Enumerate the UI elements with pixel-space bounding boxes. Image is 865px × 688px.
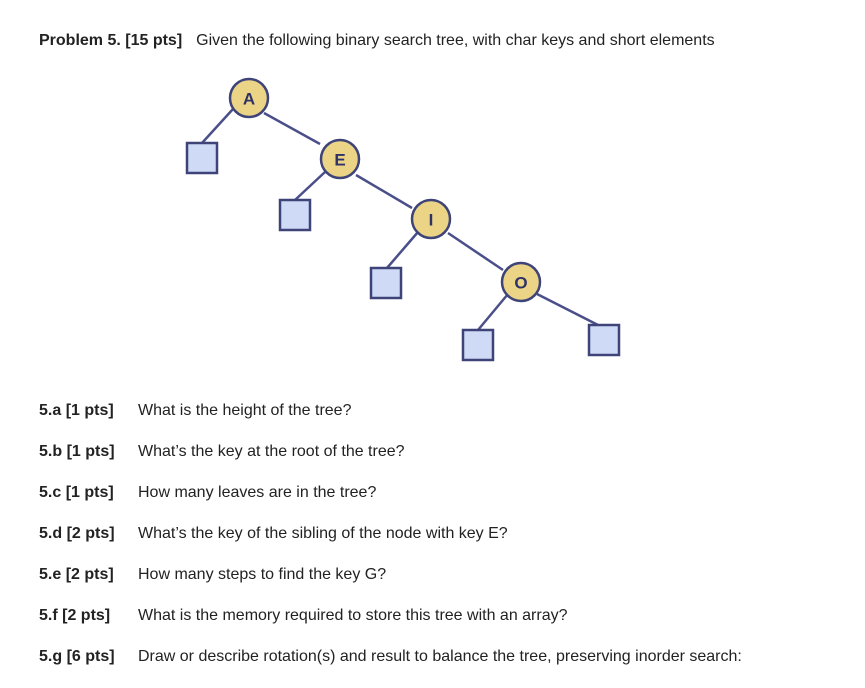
question-label: 5.f [2 pts] [39,607,111,624]
node-i-key: I [429,211,434,230]
edge-o-leaf-right [536,292,599,327]
tree-edges [201,108,599,331]
node-i: I [410,198,452,240]
question-text: What’s the key of the sibling of the nod… [138,525,508,542]
edge-o-leaf-left [477,293,509,331]
question-5b: 5.b [1 pts] What’s the key at the root of… [39,443,405,461]
leaf-o-left [461,328,495,362]
question-5g: 5.g [6 pts] Draw or describe rotation(s) … [39,648,742,666]
node-e-key: E [334,151,345,170]
question-text: What is the height of the tree? [138,402,352,419]
question-5e: 5.e [2 pts] How many steps to find the ke… [39,566,386,584]
node-o-key: O [514,274,527,293]
leaf-o-right [587,323,621,357]
question-label: 5.d [2 pts] [39,525,115,542]
node-e: E [319,138,361,180]
edge-e-leaf [294,171,326,201]
question-label: 5.e [2 pts] [39,566,114,583]
edge-i-o [447,231,504,272]
problem-description: Given the following binary search tree, … [196,32,715,49]
question-text: How many leaves are in the tree? [138,484,377,501]
node-a: A [228,77,270,119]
edge-e-i [355,173,413,210]
question-5f: 5.f [2 pts] What is the memory required t… [39,607,568,625]
problem-label: Problem 5. [15 pts] [39,32,183,49]
question-text: What’s the key at the root of the tree? [138,443,405,460]
node-o: O [500,261,542,303]
question-label: 5.b [1 pts] [39,443,115,460]
leaf-i-left [369,266,403,300]
tree-leaves [185,141,621,362]
leaf-a-left [185,141,219,175]
edge-i-leaf [386,231,419,269]
question-text: How many steps to find the key G? [138,566,387,583]
question-text: Draw or describe rotation(s) and result … [138,648,742,665]
question-5d: 5.d [2 pts] What’s the key of the sibling… [39,525,508,543]
edge-a-leaf [201,108,234,144]
question-label: 5.a [1 pts] [39,402,114,419]
question-text: What is the memory required to store thi… [138,607,568,624]
question-label: 5.g [6 pts] [39,648,115,665]
question-label: 5.c [1 pts] [39,484,114,501]
question-5c: 5.c [1 pts] How many leaves are in the tr… [39,484,376,502]
node-a-key: A [243,90,255,109]
question-5a: 5.a [1 pts] What is the height of the tre… [39,402,351,420]
problem-header: Problem 5. [15 pts] Given the following b… [39,32,715,50]
leaf-e-left [278,198,312,232]
edge-a-e [263,111,321,146]
